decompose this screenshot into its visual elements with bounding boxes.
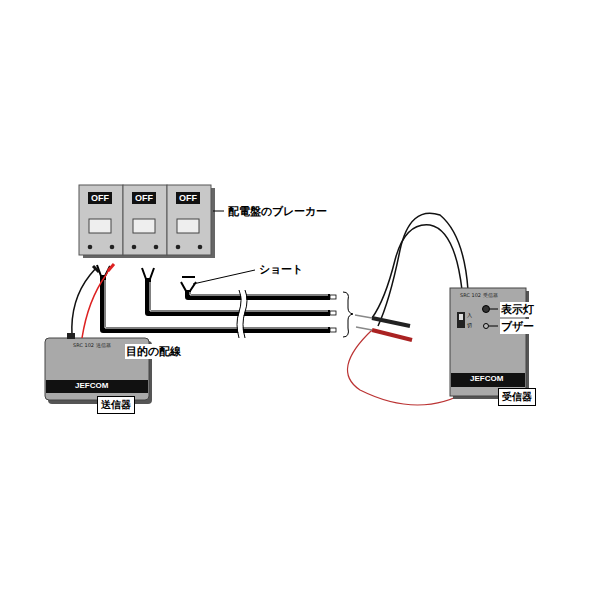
break-marks [237,290,247,338]
black-clip [93,266,99,272]
rx-switch [457,312,465,328]
node-text: SRC 102 送信器 [73,342,111,348]
callout-label: 目的の配線 [125,344,182,359]
wire-ends [97,265,196,291]
breaker-handles [89,219,199,233]
rx-switch-knob [459,314,463,320]
tx-band [46,380,148,393]
panel-leader [213,211,224,212]
callout-label: ブザー [500,319,535,334]
node-text: OFF [132,192,156,204]
brace [343,292,353,337]
short-leader [193,270,255,284]
terminals [88,245,203,250]
node-text: OFF [88,192,112,204]
indicator-lamp [483,306,490,313]
callout-label: ショート [258,262,304,277]
breaker: OFF [132,192,156,206]
breaker: OFF [176,192,200,206]
node-text: SRC 102 受信器 [460,292,498,298]
node-text: JEFCOM [470,374,503,383]
wires [103,275,330,330]
node-text: OFF [176,192,200,204]
node-text: JEFCOM [75,381,108,390]
red-clip-lead [82,267,110,338]
callout-label: 配電盤のブレーカー [227,204,328,219]
node-text: 切 [467,322,472,328]
node-text: 受信器 [498,388,536,406]
conductor-tips [330,295,336,332]
buzzer-leader [489,326,498,327]
node-text: 入 [467,312,472,318]
callout-label: 表示灯 [500,302,535,317]
node-text: 送信器 [97,396,135,414]
breaker: OFF [88,192,112,206]
short-link [182,276,195,278]
breaker-bodies [79,185,211,255]
red-clip [108,264,114,271]
lamp-leader [490,309,498,310]
receiver-cable-black [372,225,462,318]
buzzer [484,324,489,329]
wire-highlight [105,280,328,328]
tx-socket [67,333,75,339]
probes [355,315,412,340]
rx-band [451,373,525,387]
